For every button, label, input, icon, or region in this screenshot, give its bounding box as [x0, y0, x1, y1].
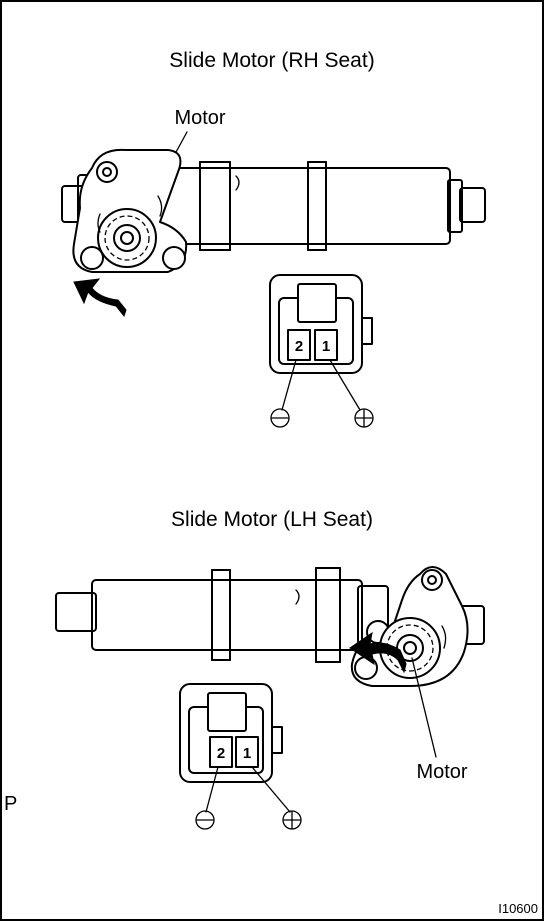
rh-gear-housing — [72, 148, 188, 273]
lh-motor-body — [55, 567, 389, 663]
rh-pin-2: 2 — [295, 338, 303, 355]
lh-positive-terminal — [282, 810, 302, 830]
lh-title: Slide Motor (LH Seat) — [171, 508, 373, 531]
lh-rotation-arrow — [349, 631, 407, 674]
lh-section: Slide Motor (LH Seat) — [55, 508, 485, 830]
rh-positive-terminal — [354, 408, 374, 428]
rh-negative-terminal — [270, 408, 290, 428]
lh-motor-label: Motor — [416, 761, 467, 783]
rh-rotation-arrow — [73, 278, 127, 318]
rh-pin-1: 1 — [322, 338, 330, 355]
lh-pin-1: 1 — [243, 745, 251, 762]
rh-motor-label: Motor — [174, 107, 225, 129]
lh-pin-2: 2 — [217, 745, 225, 762]
lh-negative-terminal — [195, 810, 215, 830]
margin-mark: P — [4, 793, 17, 815]
rh-section: Slide Motor (RH Seat) Motor — [61, 49, 486, 428]
lh-gear-housing — [350, 566, 485, 687]
figure-id: I10600 — [498, 901, 538, 916]
rh-connector: 2 1 — [269, 274, 374, 428]
lh-motor-leader — [411, 657, 437, 758]
lh-connector: 2 1 — [179, 683, 302, 830]
rh-title: Slide Motor (RH Seat) — [169, 49, 374, 72]
